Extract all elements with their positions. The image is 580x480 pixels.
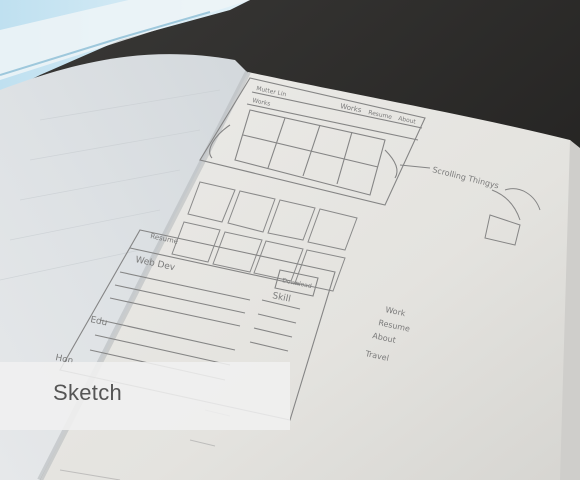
svg-text:Work: Work [385,305,407,318]
caption-band [0,362,290,430]
svg-text:Skill: Skill [271,291,291,305]
sketch-top-wireframe [199,77,426,206]
svg-text:About: About [398,115,417,126]
white-sheet [0,0,250,80]
sketch-tile-grid [171,181,358,292]
caption-label: Sketch [53,380,123,405]
scrolling-note [399,164,541,246]
svg-text:Works: Works [252,97,271,108]
svg-text:Resume: Resume [368,109,393,121]
left-page-ruling [0,89,221,281]
svg-text:Edu: Edu [89,315,108,328]
